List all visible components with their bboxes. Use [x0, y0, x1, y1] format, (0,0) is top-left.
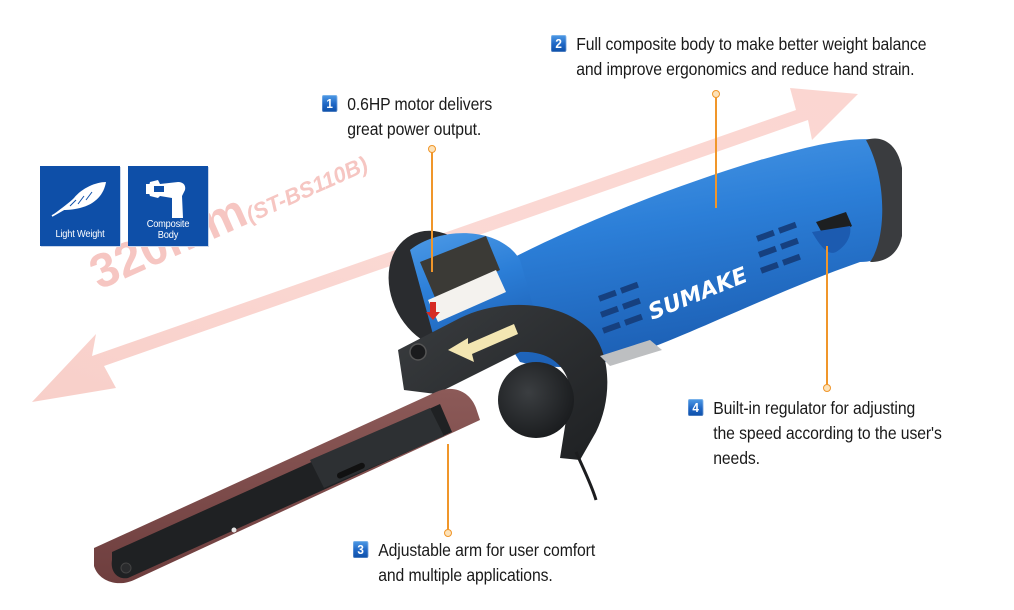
- callout-3: 3 Adjustable arm for user comfort and mu…: [353, 538, 595, 588]
- callout-1: 1 0.6HP motor delivers great power outpu…: [322, 92, 492, 142]
- air-tool-icon: [146, 180, 186, 218]
- feature-tile-composite-body: Composite Body: [128, 166, 208, 246]
- callout-2: 2 Full composite body to make better wei…: [551, 32, 926, 82]
- callout-text: needs.: [713, 448, 760, 468]
- callout-text: and multiple applications.: [378, 565, 553, 585]
- feather-icon: [51, 182, 106, 217]
- leader-dot-3: [444, 529, 452, 537]
- callout-text: 0.6HP motor delivers: [347, 94, 493, 114]
- number-badge: 4: [688, 399, 704, 416]
- leader-dot-2: [712, 90, 720, 98]
- number-badge: 3: [353, 541, 369, 558]
- feature-tile-light-weight: Light Weight: [40, 166, 120, 246]
- callout-4: 4 Built-in regulator for adjusting the s…: [688, 396, 942, 471]
- number-badge: 2: [551, 35, 567, 52]
- number-badge: 1: [322, 95, 338, 112]
- feature-label-line: Body: [157, 229, 179, 241]
- feature-label: Light Weight: [55, 228, 105, 240]
- callout-text: great power output.: [347, 119, 482, 139]
- feature-label: Composite Body: [133, 219, 203, 241]
- callout-text: Full composite body to make better weigh…: [576, 34, 927, 54]
- callout-text: the speed according to the user's: [713, 423, 942, 443]
- leader-line-4: [826, 246, 828, 386]
- leader-line-1: [431, 152, 433, 272]
- leader-dot-1: [428, 145, 436, 153]
- callout-text: and improve ergonomics and reduce hand s…: [576, 59, 915, 79]
- leader-line-2: [715, 96, 717, 208]
- callout-text: Built-in regulator for adjusting: [713, 398, 916, 418]
- callout-text: Adjustable arm for user comfort: [378, 540, 596, 560]
- leader-dot-4: [823, 384, 831, 392]
- feature-label-line: Composite: [146, 218, 190, 230]
- leader-line-3: [447, 444, 449, 530]
